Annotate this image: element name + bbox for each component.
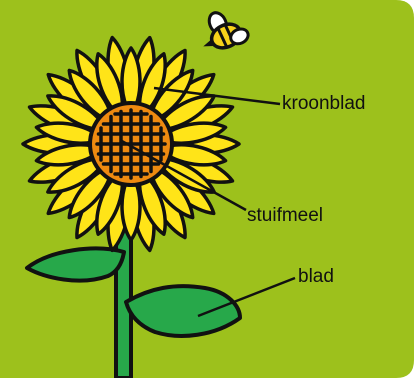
label-petal: kroonblad [282,93,365,115]
label-leaf: blad [298,266,334,288]
label-pollen: stuifmeel [247,205,323,227]
